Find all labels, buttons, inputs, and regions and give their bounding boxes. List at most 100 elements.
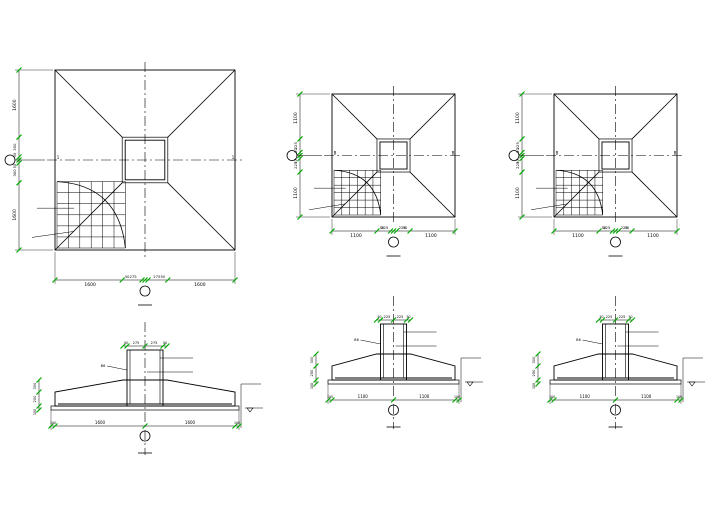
dimension-tick <box>678 397 684 403</box>
dimension-tick <box>139 277 145 283</box>
dim-bottom-left-edge: 100 <box>327 395 333 399</box>
axis-bubble-bottom <box>610 236 621 248</box>
dimension-tick <box>36 403 42 409</box>
dim-bottom-left: 1100 <box>580 394 591 399</box>
footing-profile <box>553 353 678 381</box>
dim-left-top: 1100 <box>515 112 521 124</box>
slope-line <box>54 182 123 251</box>
dimension-tick <box>313 381 319 387</box>
dimension-tick <box>377 317 384 323</box>
axis-mark: 1 <box>57 155 60 160</box>
dim-bottom-right: 1600 <box>185 420 196 425</box>
dimension-tick <box>609 228 616 234</box>
slope-line <box>167 182 236 251</box>
dim-top-a: 50 <box>124 341 128 345</box>
dim-bottom-left: 1100 <box>350 233 362 239</box>
dimension-tick <box>612 228 619 234</box>
dim-left-mid-d: 225 <box>293 161 298 169</box>
dimension-tick <box>390 228 397 234</box>
leader-line <box>308 203 346 211</box>
slope-line <box>331 171 378 218</box>
dimension-tick <box>551 228 557 234</box>
dim-left-mid-c: 50 <box>516 159 520 163</box>
dim-left-b: 250 <box>310 369 314 377</box>
dim-left-c: 100 <box>310 383 314 389</box>
dim-top-c: 225 <box>619 315 626 319</box>
dimension-tick <box>535 381 541 387</box>
dimension-tick <box>297 136 303 142</box>
dimension-tick <box>612 397 619 403</box>
dim-left-mid-c: 50 <box>294 159 298 163</box>
dimension-tick <box>519 169 525 175</box>
dimension-tick <box>36 377 42 383</box>
dimension-tick <box>124 343 130 349</box>
dimension-tick <box>16 160 22 166</box>
dimension-tick <box>48 423 54 429</box>
dimension-tick <box>535 351 541 357</box>
dimension-tick <box>16 134 22 141</box>
dimension-tick <box>615 228 622 234</box>
dimension-tick <box>535 377 541 383</box>
axis-mark: 1 <box>232 155 235 160</box>
dimension-tick <box>164 277 171 283</box>
dim-bottom-mid-d: 50 <box>625 226 629 230</box>
cutaway-break-line <box>333 169 382 216</box>
dimension-tick <box>16 247 22 253</box>
dimension-tick <box>519 91 525 97</box>
dimension-tick <box>374 228 380 234</box>
level-mark: B6 <box>576 338 581 342</box>
dim-top-c: 275 <box>151 341 158 345</box>
dimension-tick <box>232 423 238 429</box>
dim-bottom-left: 1600 <box>84 282 96 288</box>
leader-line <box>360 339 381 345</box>
leader-line <box>582 339 603 345</box>
dim-bottom-mid-b: 225 <box>603 225 611 230</box>
dimension-tick <box>313 363 319 369</box>
dimension-tick <box>160 343 166 349</box>
slope-line <box>331 93 378 140</box>
leader-line <box>106 365 128 371</box>
dim-bottom-mid-d: 50 <box>161 275 165 279</box>
slope-line <box>409 171 456 218</box>
footing-profile <box>54 379 236 407</box>
axis-bubble-bottom <box>388 236 399 248</box>
dimension-tick <box>535 363 541 369</box>
dimension-tick <box>629 228 635 234</box>
dim-left-c: 100 <box>532 383 536 389</box>
dim-left-bottom: 1100 <box>515 187 521 199</box>
slope-line <box>631 93 678 140</box>
dimension-tick <box>313 351 319 357</box>
dimension-tick <box>16 154 22 160</box>
dim-left-top: 1600 <box>12 99 18 111</box>
dimension-tick <box>297 149 303 156</box>
dimension-tick <box>142 423 148 429</box>
dimension-tick <box>547 397 553 403</box>
dim-left-c: 100 <box>33 409 37 415</box>
dimension-tick <box>625 317 632 323</box>
dim-left-a: 300 <box>310 356 314 364</box>
axis-mark: B <box>452 151 455 156</box>
dimension-tick <box>629 317 636 323</box>
dim-bottom-mid-c: 225 <box>399 225 407 230</box>
dimension-tick <box>390 397 397 403</box>
dim-bottom-mid-c: 225 <box>621 225 629 230</box>
axis-mark: B <box>334 151 337 156</box>
dim-bottom-right: 1100 <box>647 233 659 239</box>
dimension-tick <box>674 397 680 403</box>
dimension-tick <box>456 397 462 403</box>
dim-bottom-mid-c: 275 <box>153 274 161 279</box>
leader-line <box>530 203 568 211</box>
slope-line <box>167 69 236 138</box>
slope-line <box>54 69 123 138</box>
dim-bottom-right-edge: 100 <box>454 395 460 399</box>
axis-bubble-bottom <box>388 404 399 416</box>
dimension-tick <box>387 228 394 234</box>
dimension-tick <box>142 277 148 283</box>
dimension-tick <box>36 407 42 413</box>
dimension-tick <box>313 377 319 383</box>
dim-top-b: 225 <box>384 315 391 319</box>
